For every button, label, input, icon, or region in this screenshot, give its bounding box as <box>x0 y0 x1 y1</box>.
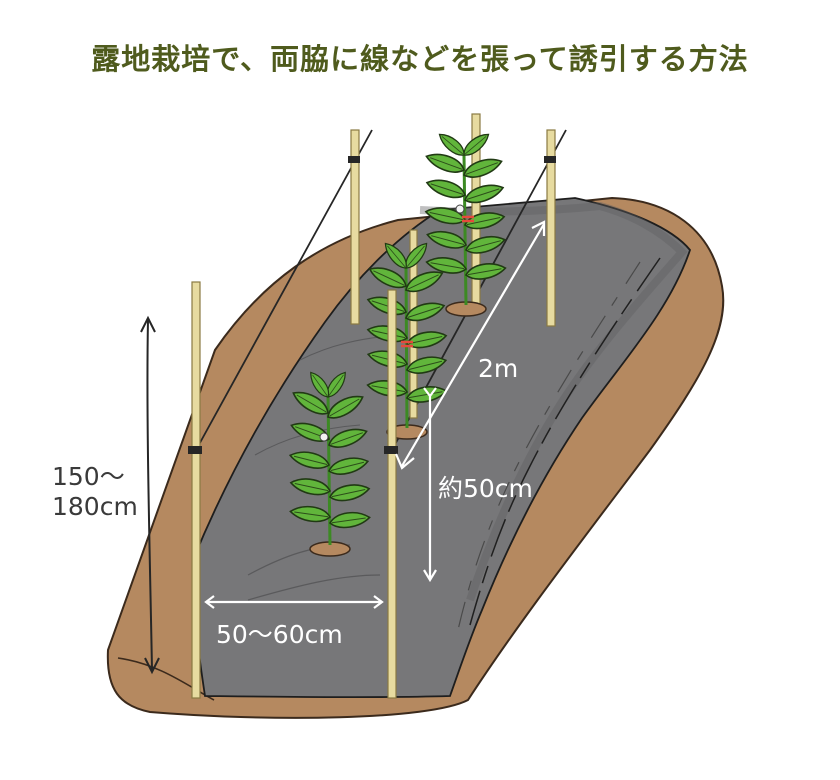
stake-front-left <box>191 281 201 699</box>
width-label: 50〜60cm <box>216 620 343 649</box>
length-arrow <box>394 220 546 470</box>
width-arrow <box>204 595 384 609</box>
guide-wire-left <box>195 129 373 451</box>
plant-back <box>423 129 508 317</box>
height-arrow <box>146 319 153 671</box>
stake-back-right <box>546 129 556 327</box>
plant-front <box>287 368 372 557</box>
stake-front-right <box>387 289 397 699</box>
plant-middle <box>365 238 449 440</box>
spacing-label: 約50cm <box>438 474 533 503</box>
page-title: 露地栽培で、両脇に線などを張って誘引する方法 <box>91 42 749 76</box>
stake-back-left <box>350 129 360 325</box>
length-label: 2m <box>478 354 519 383</box>
spacing-arrow <box>423 387 437 583</box>
stake-mid-right <box>409 229 418 419</box>
mulch-film <box>191 197 692 699</box>
height-label: 150〜 180cm <box>52 462 138 521</box>
